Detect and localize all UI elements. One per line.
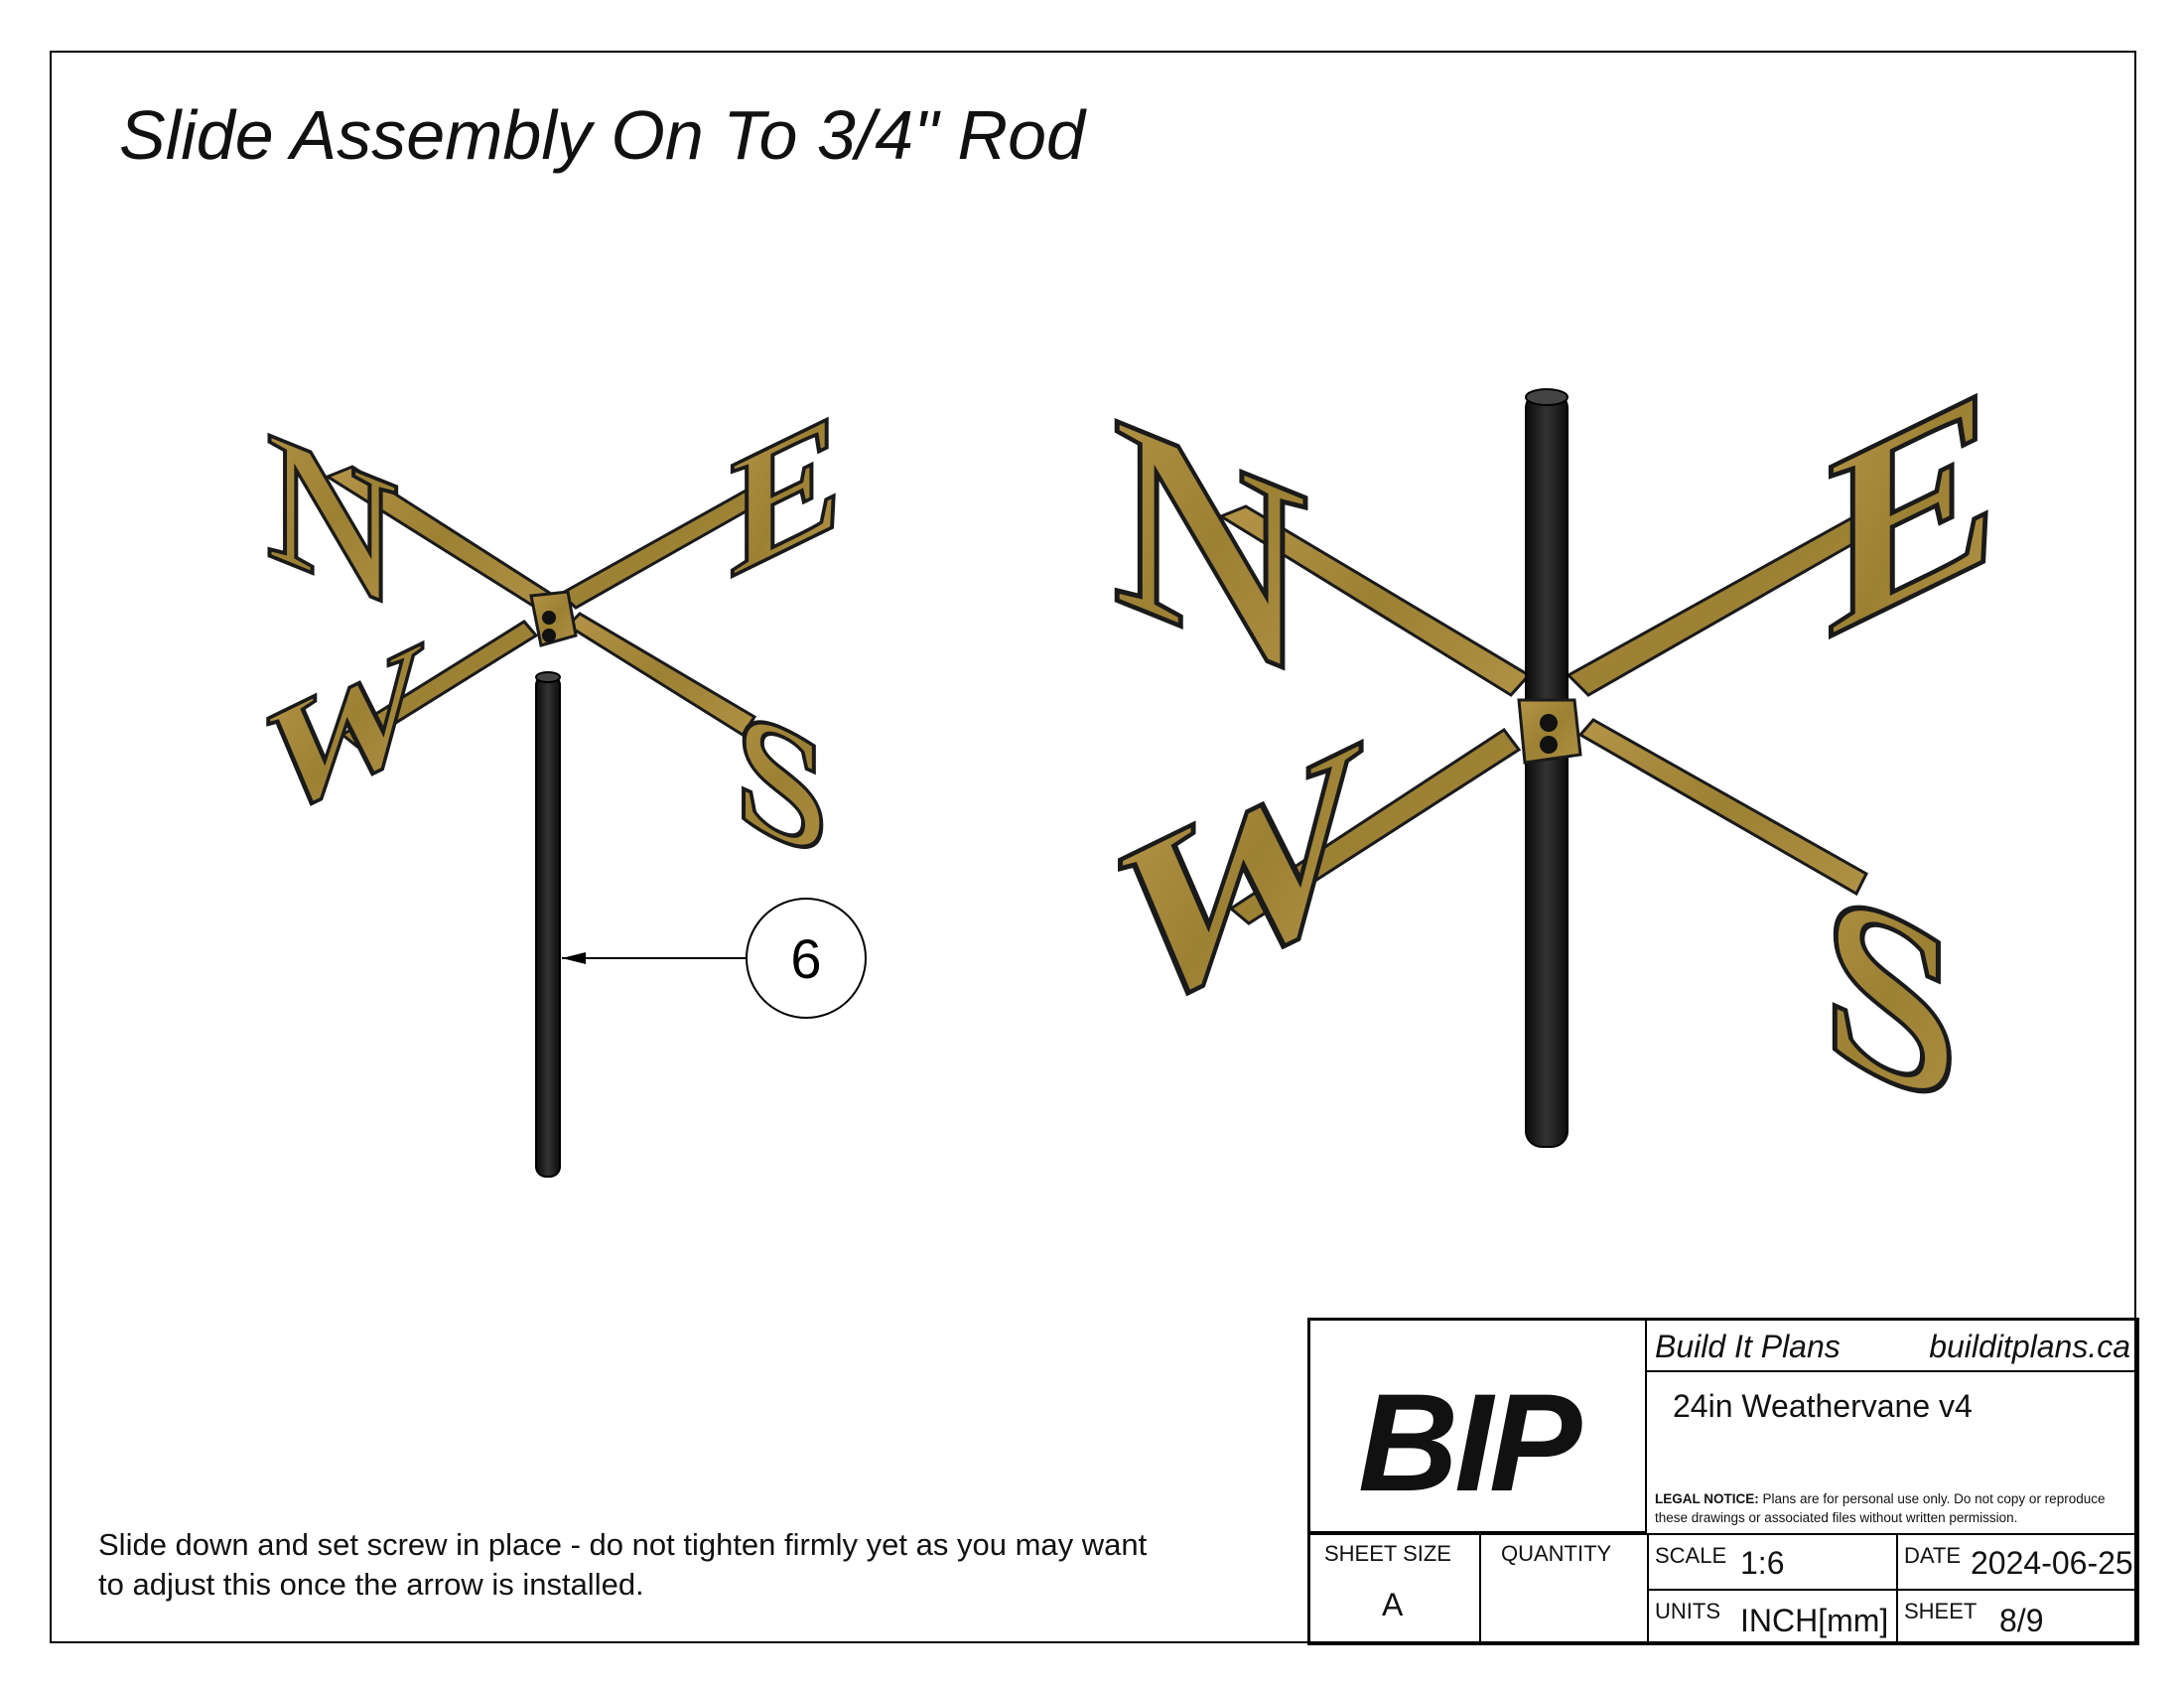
divider <box>1310 1533 2139 1535</box>
rod <box>1525 391 1569 1148</box>
rod <box>535 674 561 1178</box>
letter-s: S <box>735 668 829 898</box>
title-block: BIP Build It Plans builditplans.ca 24in … <box>1307 1318 2139 1645</box>
logo: BIP <box>1358 1364 1581 1520</box>
letter-w: W <box>266 605 425 859</box>
callout-balloon <box>746 898 867 1019</box>
legal-label: LEGAL NOTICE: <box>1655 1491 1759 1506</box>
drawing-border <box>50 51 2136 1643</box>
quantity-label: QUANTITY <box>1501 1541 1612 1566</box>
arm-west <box>340 620 539 749</box>
arm-west <box>1228 727 1522 925</box>
sheet-label: SHEET <box>1904 1599 1978 1623</box>
exploded-assembly: N E W S 6 <box>264 370 867 1178</box>
scale-value: 1:6 <box>1740 1545 1785 1581</box>
legal-notice: LEGAL NOTICE: Plans are for personal use… <box>1655 1489 2136 1527</box>
note-line: Slide down and set screw in place - do n… <box>98 1527 1148 1562</box>
letter-e: E <box>730 372 842 614</box>
divider <box>1479 1533 1481 1645</box>
set-screw-icon <box>1540 714 1558 732</box>
website: builditplans.ca <box>1929 1329 2130 1364</box>
legal-text: Plans are for personal use only. Do not … <box>1655 1491 2106 1525</box>
sheet-size-value: A <box>1382 1587 1404 1622</box>
note-line: to adjust this once the arrow is install… <box>98 1567 644 1602</box>
arm-south <box>565 612 757 738</box>
divider <box>1647 1589 2139 1591</box>
letter-s: S <box>1822 828 1960 1165</box>
arm-east <box>558 486 756 610</box>
arrow-head-icon <box>562 952 586 964</box>
letter-n: N <box>1112 354 1309 737</box>
arm-east <box>1566 511 1868 697</box>
date-value: 2024-06-25 <box>1971 1545 2133 1581</box>
logo-cell: BIP <box>1310 1321 1647 1533</box>
units-label: UNITS <box>1655 1599 1720 1623</box>
divider <box>1647 1370 2139 1372</box>
scale-label: SCALE <box>1655 1543 1727 1568</box>
arm-south <box>1577 718 1868 897</box>
set-screw-icon <box>542 611 556 625</box>
page-title: Slide Assembly On To 3/4" Rod <box>119 96 1085 174</box>
project-name: 24in Weathervane v4 <box>1673 1388 1973 1424</box>
callout-number: 6 <box>790 927 821 990</box>
sheet-size-label: SHEET SIZE <box>1324 1541 1451 1566</box>
set-screw-icon <box>542 629 556 642</box>
assembly-note: Slide down and set screw in place - do n… <box>98 1525 1147 1605</box>
letter-w: W <box>1117 682 1365 1078</box>
units-value: INCH[mm] <box>1740 1603 1889 1638</box>
letter-n: N <box>266 391 399 648</box>
set-screw-icon <box>1540 736 1558 754</box>
company-name: Build It Plans <box>1655 1329 1841 1364</box>
assembled-view: N E W S <box>1110 323 2001 1168</box>
letter-e: E <box>1827 325 1998 694</box>
date-label: DATE <box>1904 1543 1962 1568</box>
sheet-value: 8/9 <box>1999 1603 2044 1638</box>
